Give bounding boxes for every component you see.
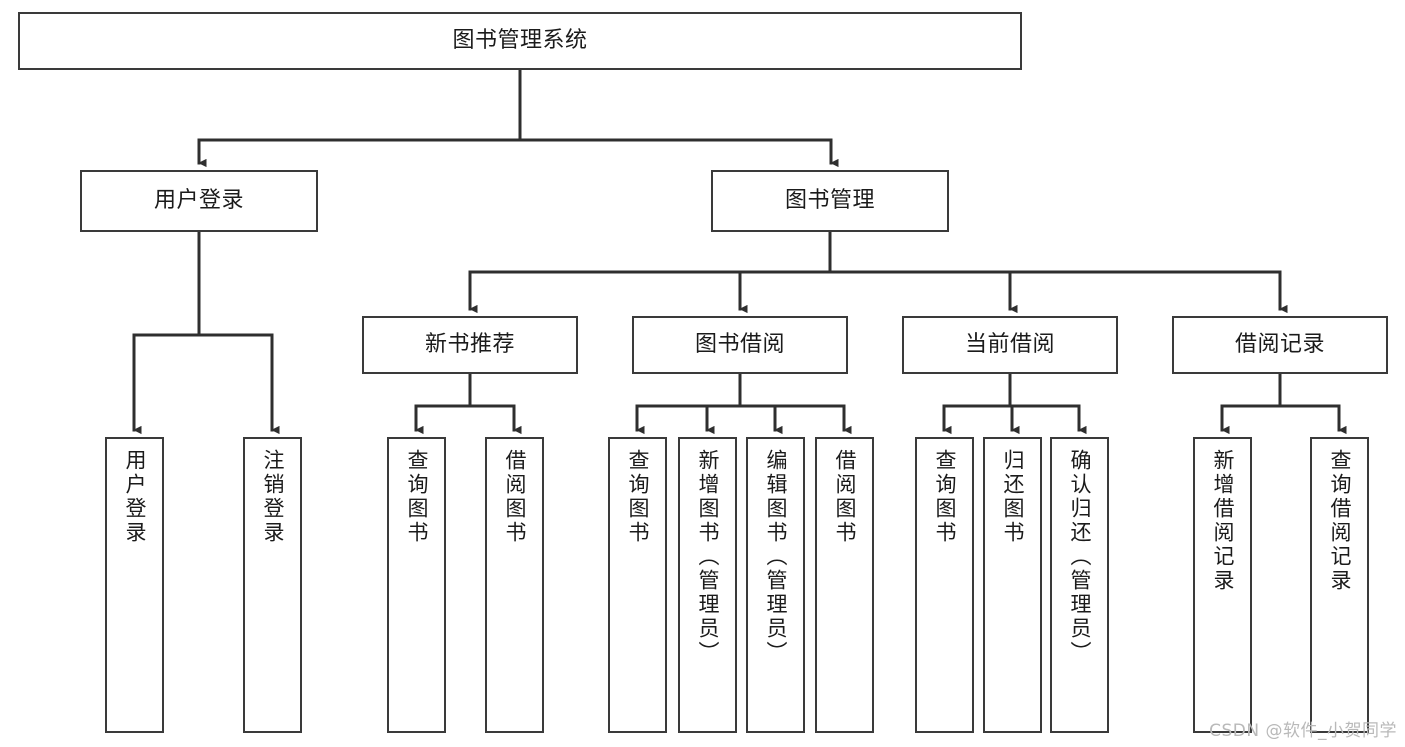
node-label: 注销登录: [261, 449, 285, 545]
node-label: 查询图书: [933, 449, 957, 545]
node-leaf-query-borrow-record[interactable]: 查询借阅记录: [1310, 437, 1369, 733]
node-label: 当前借阅: [964, 332, 1055, 358]
node-label: 借阅记录: [1234, 332, 1325, 358]
node-leaf-logout[interactable]: 注销登录: [243, 437, 302, 733]
node-leaf-return-book[interactable]: 归还图书: [983, 437, 1042, 733]
node-label: 图书借阅: [694, 332, 785, 358]
node-borrow-record[interactable]: 借阅记录: [1172, 316, 1388, 374]
node-label: 图书管理系统: [452, 28, 588, 54]
node-label: 编辑图书（管理员）: [764, 449, 788, 665]
node-user-login[interactable]: 用户登录: [80, 170, 318, 232]
node-label: 查询借阅记录: [1328, 449, 1352, 593]
node-leaf-query-book-rec[interactable]: 查询图书: [387, 437, 446, 733]
node-label: 借阅图书: [503, 449, 527, 545]
node-leaf-add-borrow-record[interactable]: 新增借阅记录: [1193, 437, 1252, 733]
node-leaf-query-book-borrow[interactable]: 查询图书: [608, 437, 667, 733]
node-book-manage[interactable]: 图书管理: [711, 170, 949, 232]
node-label: 用户登录: [153, 188, 244, 214]
node-label: 借阅图书: [833, 449, 857, 545]
node-leaf-query-book-current[interactable]: 查询图书: [915, 437, 974, 733]
node-label: 图书管理: [784, 188, 875, 214]
node-book-borrow[interactable]: 图书借阅: [632, 316, 848, 374]
node-label: 确认归还（管理员）: [1068, 449, 1092, 665]
node-label: 新增图书（管理员）: [696, 449, 720, 665]
node-root-system[interactable]: 图书管理系统: [18, 12, 1022, 70]
node-leaf-add-book-admin[interactable]: 新增图书（管理员）: [678, 437, 737, 733]
node-label: 归还图书: [1001, 449, 1025, 545]
node-label: 新书推荐: [424, 332, 515, 358]
node-new-book-recommend[interactable]: 新书推荐: [362, 316, 578, 374]
csdn-watermark: CSDN @软件_小贺同学: [1209, 721, 1397, 741]
node-leaf-edit-book-admin[interactable]: 编辑图书（管理员）: [746, 437, 805, 733]
node-leaf-user-login[interactable]: 用户登录: [105, 437, 164, 733]
node-label: 用户登录: [123, 449, 147, 545]
node-label: 新增借阅记录: [1211, 449, 1235, 593]
node-label: 查询图书: [405, 449, 429, 545]
node-leaf-confirm-return-admin[interactable]: 确认归还（管理员）: [1050, 437, 1109, 733]
node-leaf-borrow-book-rec[interactable]: 借阅图书: [485, 437, 544, 733]
node-label: 查询图书: [626, 449, 650, 545]
node-current-borrow[interactable]: 当前借阅: [902, 316, 1118, 374]
node-leaf-borrow-book[interactable]: 借阅图书: [815, 437, 874, 733]
